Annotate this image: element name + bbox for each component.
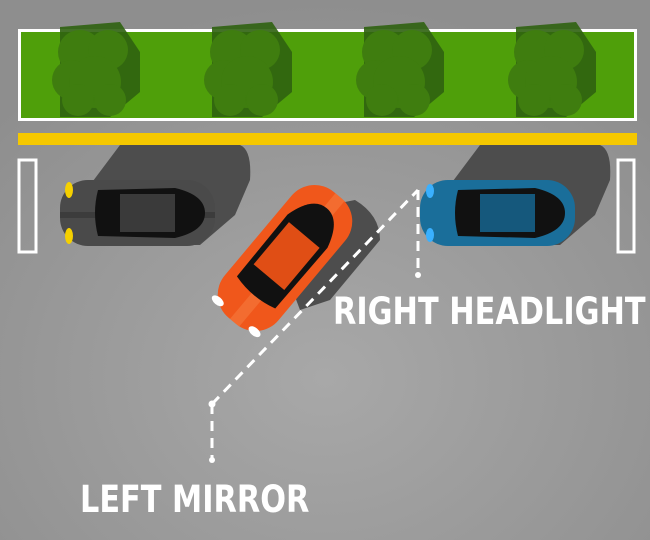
headlight	[426, 184, 434, 198]
headlight	[426, 228, 434, 242]
headlight	[65, 228, 73, 244]
parked-car-left	[60, 180, 215, 246]
guide-line-diagonal	[210, 188, 420, 406]
tree-2	[204, 22, 292, 117]
right-headlight	[248, 326, 261, 338]
tree-1	[52, 22, 140, 117]
headlight	[65, 182, 73, 198]
parking-car-orange	[211, 184, 353, 338]
label-point-right	[415, 272, 421, 278]
label-point-left	[209, 457, 215, 463]
headlight	[211, 295, 224, 307]
right-headlight-label: RIGHT HEADLIGHT	[333, 290, 646, 333]
parking-marker-left	[17, 158, 38, 254]
left-mirror-label: LEFT MIRROR	[80, 478, 310, 521]
mirror-point	[208, 400, 216, 408]
parking-marker-right	[616, 158, 636, 254]
parked-car-right	[420, 180, 575, 246]
tree-3	[356, 22, 444, 117]
tree-4	[508, 22, 596, 117]
yellow-curb	[18, 133, 637, 145]
